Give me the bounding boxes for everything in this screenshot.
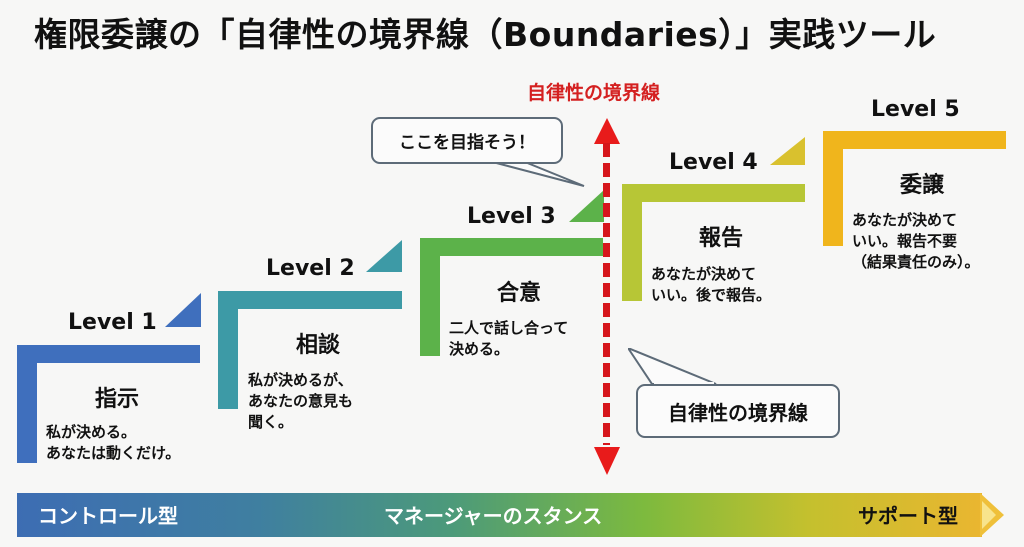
level-5-label: Level 5 [871, 97, 960, 122]
level-3-bar [420, 238, 440, 356]
level-5-description: あなたが決めて いい。報告不要 （結果責任のみ）。 [852, 211, 980, 271]
level-3-description: 二人で話し合って 決める。 [449, 319, 569, 358]
level-4-bar [622, 184, 805, 202]
boundary-dashed-line [603, 143, 610, 445]
boundary-title: 自律性の境界線 [527, 82, 661, 104]
level-4-name: 報告 [699, 226, 744, 251]
level-2-description: 私が決めるが、 あなたの意見も 聞く。 [248, 371, 354, 431]
level-1-name: 指示 [95, 387, 140, 412]
level-2-name: 相談 [296, 333, 341, 358]
level-3-bar [420, 238, 603, 256]
level-2-bar [218, 291, 238, 409]
callout-goal: ここを目指そう！ [371, 117, 563, 164]
level-2-triangle-icon [366, 240, 402, 272]
arrow-up-icon [594, 118, 620, 144]
level-5-bar [823, 131, 843, 246]
stance-left-label: コントロール型 [38, 504, 178, 528]
stance-arrow-shine [982, 501, 996, 529]
callout-goal-text: ここを目指そう！ [399, 133, 535, 153]
level-1-bar [17, 345, 200, 363]
level-1-label: Level 1 [68, 310, 157, 335]
stance-center-label: マネージャーのスタンス [384, 504, 603, 528]
callout-boundary-text: 自律性の境界線 [668, 400, 808, 425]
level-1-description: 私が決める。 あなたは動くだけ。 [46, 423, 181, 462]
level-4-label: Level 4 [669, 150, 758, 175]
level-3-triangle-icon [569, 190, 604, 222]
level-4-triangle-icon [770, 137, 805, 165]
level-4-description: あなたが決めて いい。後で報告。 [651, 265, 772, 304]
callout-goal-tail [484, 160, 585, 187]
level-1-triangle-icon [165, 293, 201, 327]
page-title: 権限委譲の「自律性の境界線（Boundaries）」実践ツール [34, 15, 937, 54]
callout-boundary: 自律性の境界線 [636, 384, 840, 438]
level-2-bar [218, 291, 402, 309]
manager-stance-bar [17, 493, 982, 537]
level-5-bar [823, 131, 1006, 149]
callout-boundary-tail [628, 348, 717, 386]
level-5-name: 委譲 [900, 173, 945, 198]
level-3-label: Level 3 [467, 204, 556, 229]
level-4-bar [622, 184, 642, 301]
stance-right-label: サポート型 [858, 504, 958, 528]
arrow-down-icon [594, 447, 620, 475]
level-1-bar [17, 345, 37, 463]
level-3-name: 合意 [497, 281, 542, 306]
level-2-label: Level 2 [266, 256, 355, 281]
